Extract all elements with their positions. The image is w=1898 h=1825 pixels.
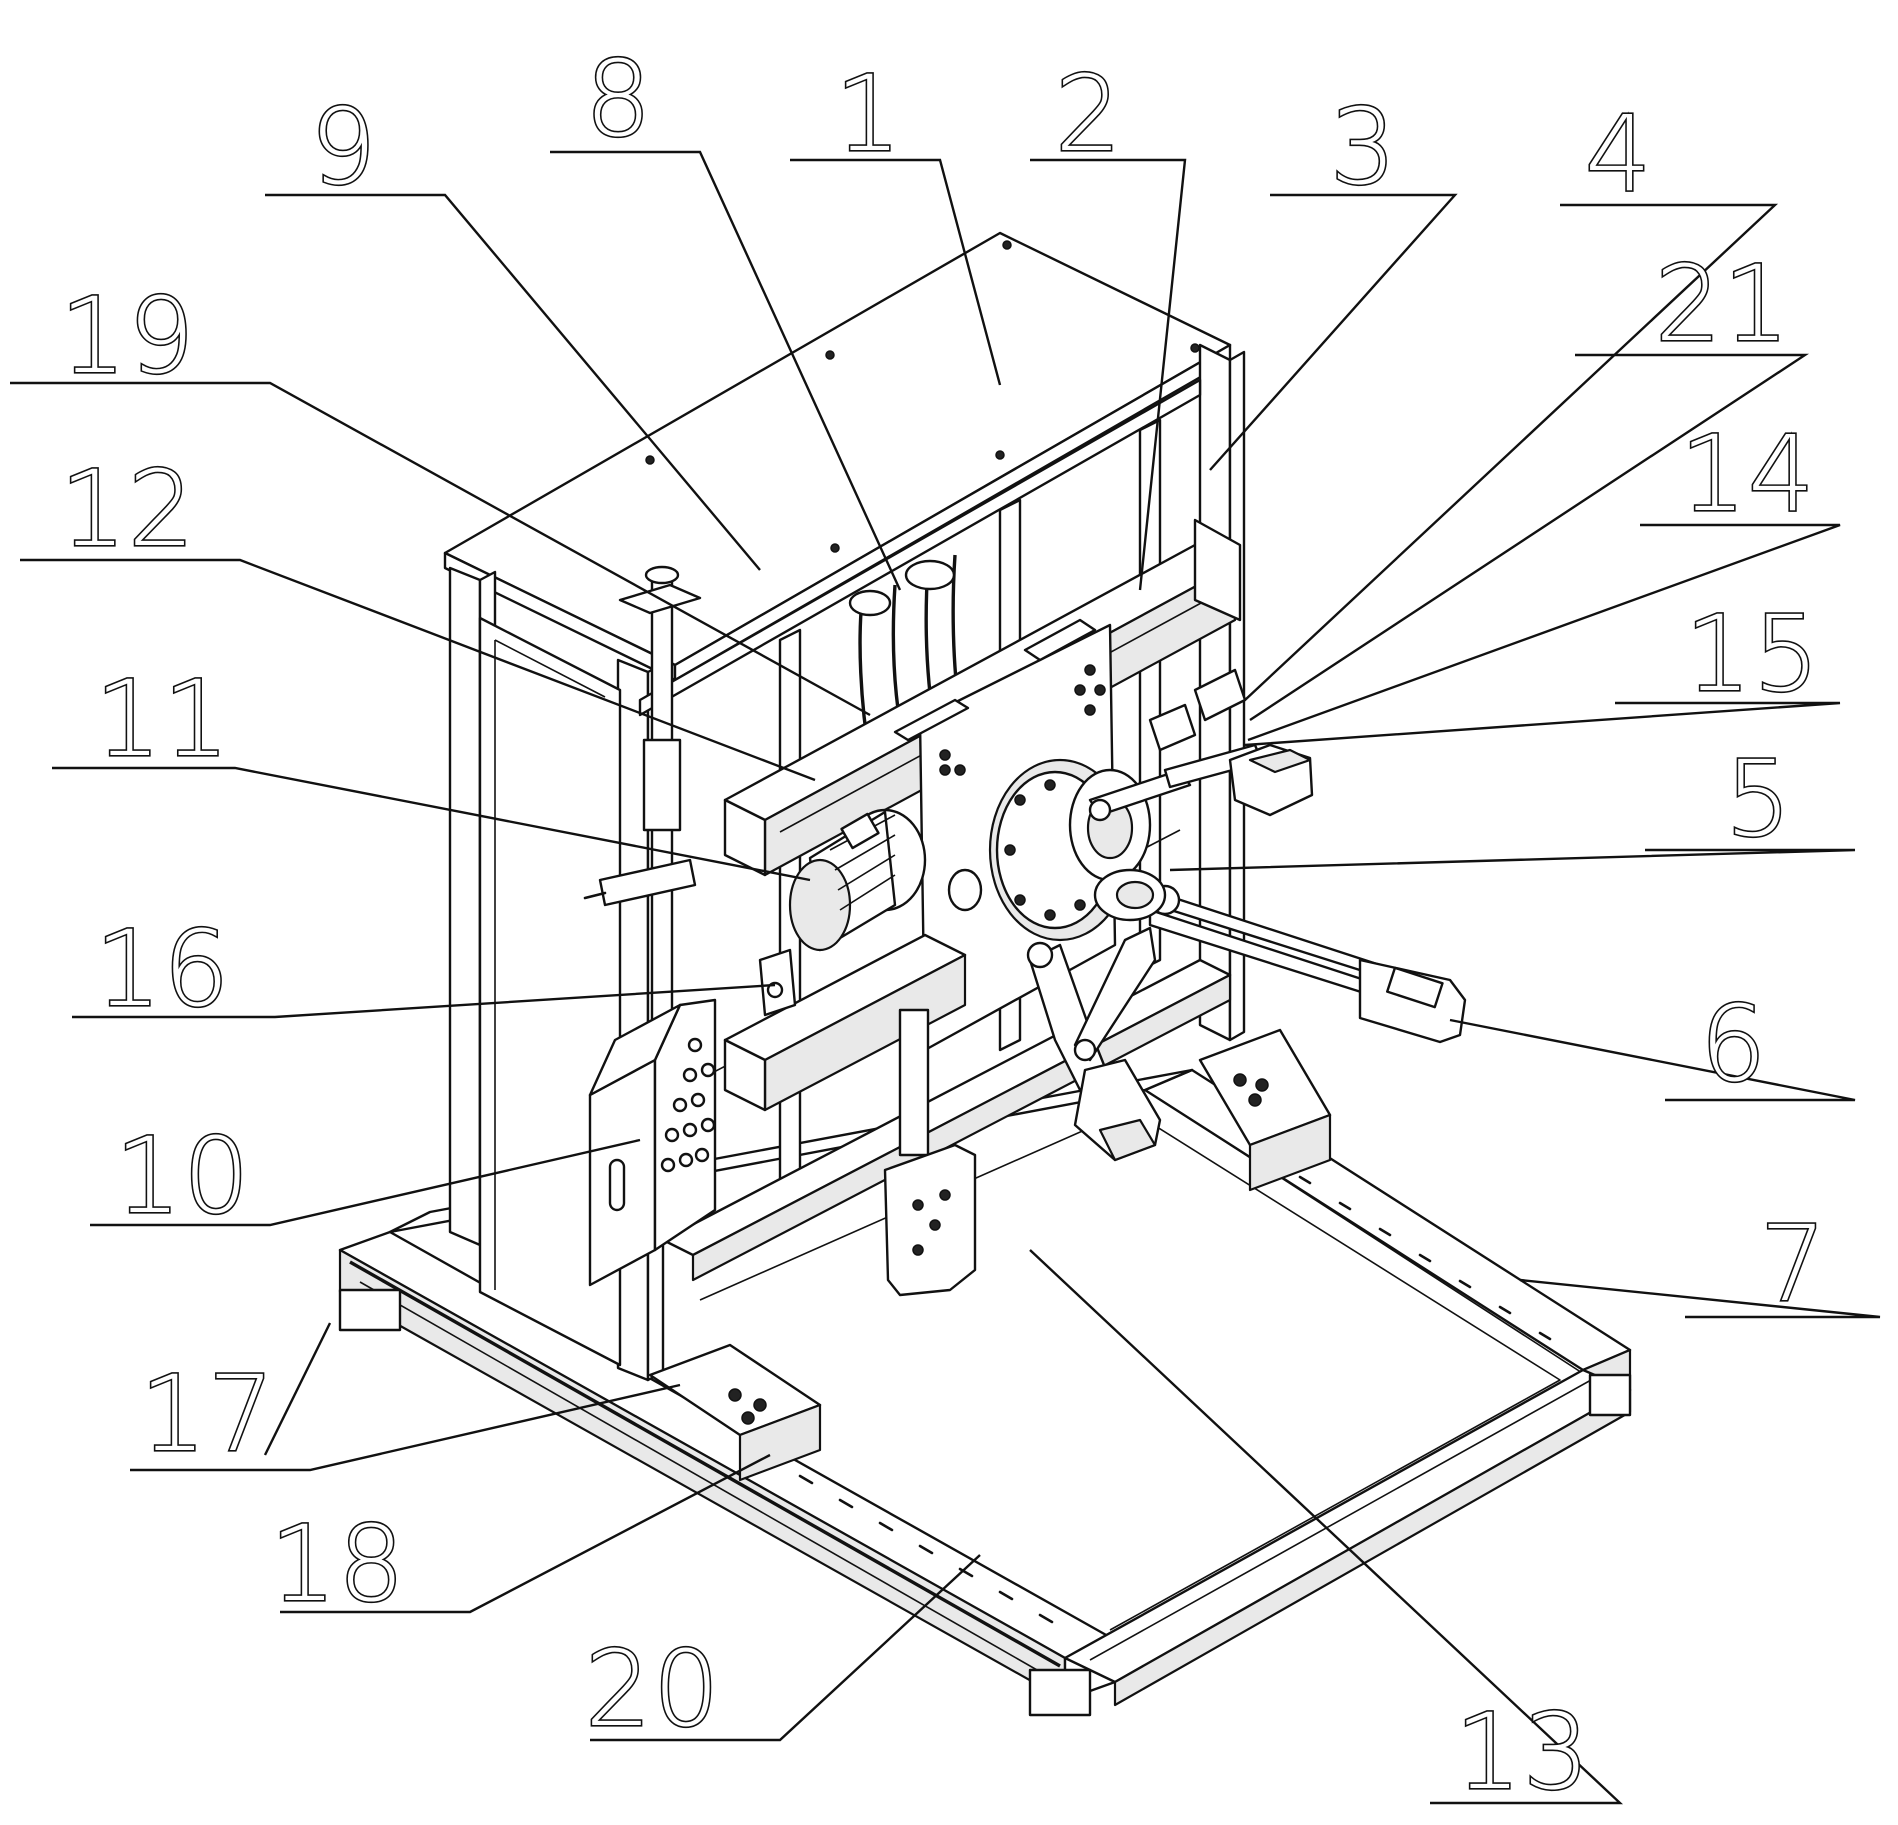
side-bracket: [583, 858, 797, 1017]
callout-16: 16: [95, 908, 231, 1030]
leader-lines: [10, 150, 1881, 1805]
lower-carriage-beam: [723, 933, 967, 1112]
callout-5: 5: [1725, 738, 1793, 860]
callout-6: 6: [1700, 983, 1768, 1105]
callout-1: 1: [835, 53, 903, 175]
callout-11: 11: [95, 658, 231, 780]
callout-3: 3: [1330, 86, 1398, 208]
callout-12: 12: [60, 448, 196, 570]
callout-19: 19: [60, 275, 196, 397]
callout-8: 8: [585, 38, 653, 160]
callout-20: 20: [585, 1628, 721, 1750]
callout-14: 14: [1680, 413, 1816, 535]
callout-15: 15: [1685, 593, 1821, 715]
callout-18: 18: [270, 1503, 406, 1625]
rail-dashes-right: [1298, 1175, 1552, 1341]
arm-mechanism: [1026, 668, 1467, 1162]
callout-17: 17: [140, 1353, 276, 1475]
callout-13: 13: [1455, 1691, 1591, 1813]
callout-4: 4: [1585, 93, 1653, 215]
callout-labels: 9 8 1 2 3 4 21 14 15 5 6 7 19 12 11 16 1…: [58, 36, 1828, 1814]
callout-21: 21: [1655, 243, 1791, 365]
callout-7: 7: [1760, 1203, 1828, 1325]
callout-2: 2: [1055, 53, 1123, 175]
foot-pedal: [883, 1008, 977, 1297]
vertical-pole: [618, 565, 702, 1052]
motor: [788, 808, 927, 952]
callout-9: 9: [310, 86, 378, 208]
callout-10: 10: [115, 1115, 251, 1237]
control-buttons: [660, 1037, 716, 1173]
control-box: [588, 998, 717, 1287]
